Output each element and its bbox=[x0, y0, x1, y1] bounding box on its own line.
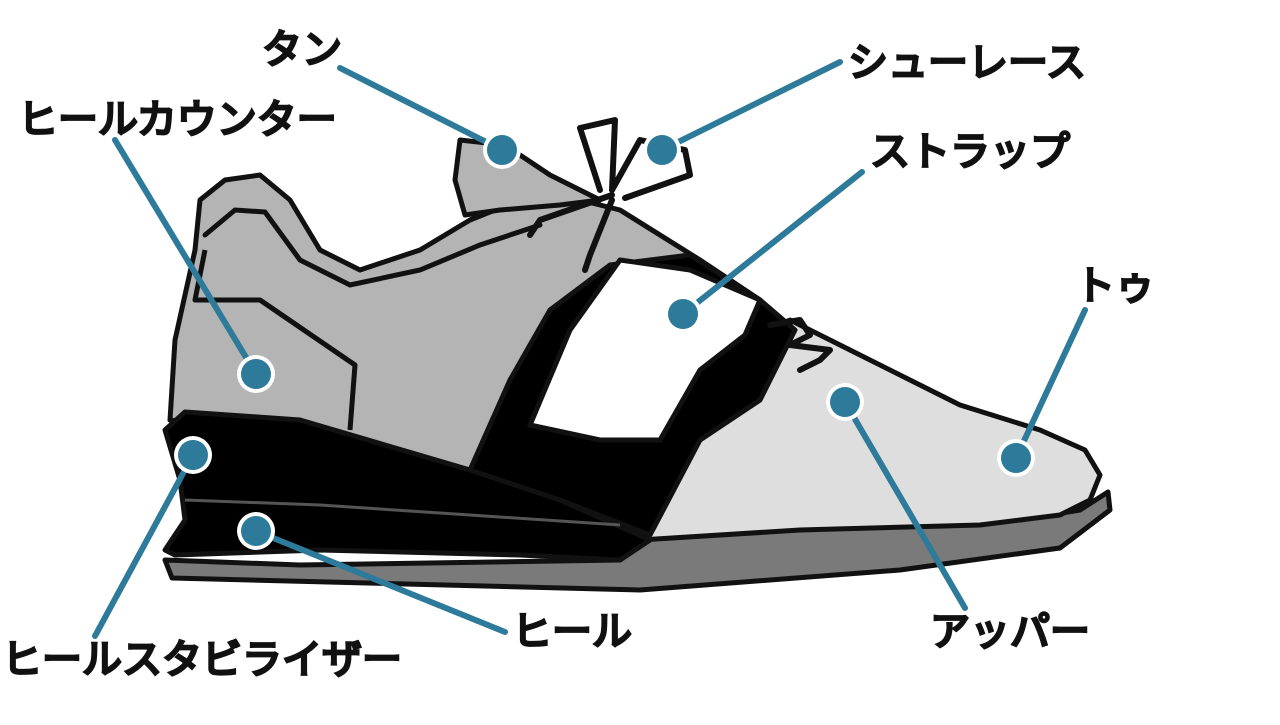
marker-tongue bbox=[487, 135, 517, 165]
marker-shoelace bbox=[647, 135, 677, 165]
collar-line bbox=[202, 207, 543, 288]
markers bbox=[174, 131, 1035, 550]
label-strap: ストラップ bbox=[869, 129, 1071, 175]
leader-upper bbox=[842, 399, 968, 611]
label-tongue: タン bbox=[261, 27, 343, 73]
leader-shoelace bbox=[659, 59, 843, 153]
leader-heel-stabilizer bbox=[92, 452, 196, 639]
leader-heel-counter bbox=[112, 137, 259, 377]
leader-tongue bbox=[337, 65, 505, 153]
label-shoelace: シューレース bbox=[847, 40, 1087, 86]
strap-shape bbox=[527, 257, 763, 443]
marker-toe bbox=[1001, 443, 1031, 473]
label-heel-stabilizer: ヒールスタビライザー bbox=[1, 637, 403, 683]
leader-lines bbox=[92, 59, 1088, 639]
leader-strap bbox=[680, 169, 865, 317]
laces bbox=[527, 117, 833, 373]
leader-toe bbox=[1013, 307, 1088, 461]
label-heel-counter: ヒールカウンター bbox=[17, 97, 337, 143]
marker-heel-counter bbox=[241, 359, 271, 389]
label-heel: ヒール bbox=[511, 609, 633, 655]
label-toe: トゥ bbox=[1074, 263, 1156, 309]
marker-upper bbox=[830, 387, 860, 417]
label-upper: アッパー bbox=[929, 609, 1091, 655]
heel-block bbox=[162, 409, 653, 563]
marker-heel-stabilizer bbox=[178, 440, 208, 470]
heel-seam bbox=[184, 498, 621, 527]
marker-heel bbox=[241, 516, 271, 546]
marker-strap bbox=[668, 299, 698, 329]
leader-heel bbox=[253, 528, 508, 635]
